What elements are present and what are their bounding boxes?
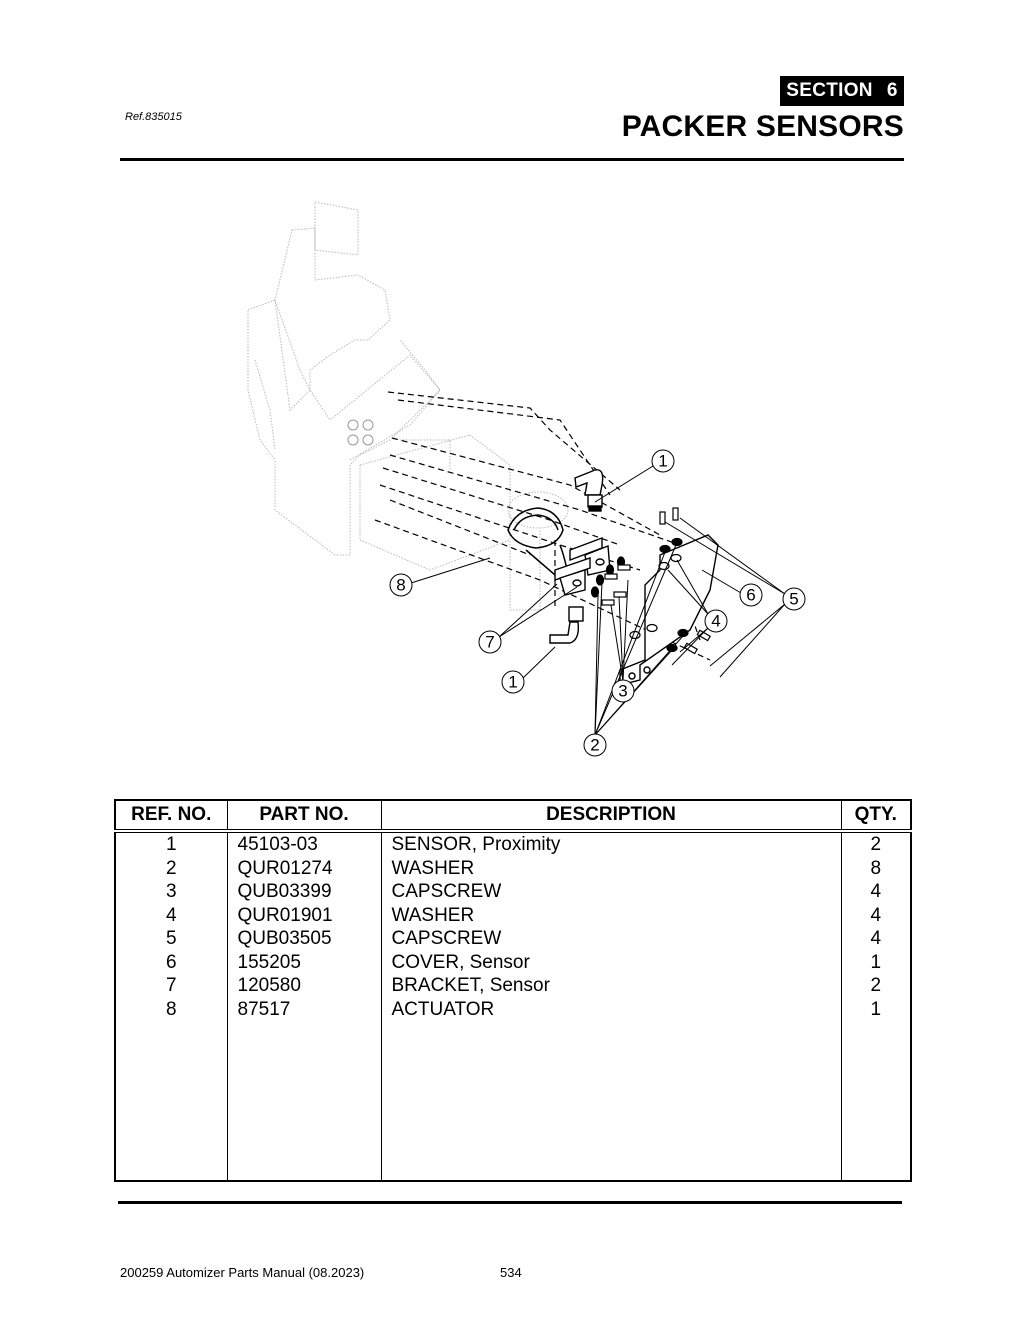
ref-no: 1 [165, 834, 177, 855]
col-header-qty: QTY. [840, 800, 911, 833]
machine-outline [247, 201, 569, 611]
qty: 4 [840, 927, 911, 951]
proximity-sensor-lower [549, 606, 584, 644]
section-number: 6 [886, 80, 898, 101]
part-no: QUB03399 [226, 880, 381, 904]
part-no: 155205 [226, 950, 381, 974]
callout-6: 6 [739, 583, 763, 607]
sensor-brackets [554, 536, 611, 596]
page-number: 534 [500, 1265, 522, 1280]
sensor-cover [619, 534, 719, 686]
ref-no: 7 [165, 975, 177, 996]
col-header-ref: REF. NO. [115, 800, 227, 833]
section-badge: SECTION 6 [780, 76, 904, 106]
manual-title: 200259 Automizer Parts Manual (08.2023) [120, 1265, 365, 1280]
ref-no: 8 [165, 998, 177, 1020]
table-header-row: REF. NO. PART NO. DESCRIPTION QTY. [115, 800, 911, 833]
description: CAPSCREW [380, 880, 841, 904]
callout-4: 4 [704, 609, 728, 633]
description: BRACKET, Sensor [380, 974, 841, 998]
hydraulic-fittings [347, 419, 374, 446]
part-no: QUR01274 [226, 856, 381, 880]
callout-8: 8 [389, 573, 413, 597]
svg-text:5: 5 [789, 590, 798, 609]
svg-text:6: 6 [746, 586, 755, 605]
callout-3: 3 [611, 679, 635, 703]
actuator [507, 507, 569, 576]
description: WASHER [380, 903, 841, 927]
qty: 2 [840, 831, 911, 857]
qty: 1 [840, 997, 911, 1021]
callout-1-lower: 1 [501, 670, 525, 694]
qty: 4 [840, 880, 911, 904]
description: COVER, Sensor [380, 950, 841, 974]
ref-no: 4 [165, 904, 177, 926]
svg-text:1: 1 [508, 673, 517, 692]
callout-5: 5 [782, 587, 806, 611]
ref-no: 5 [165, 928, 177, 949]
ref-no: 3 [165, 881, 177, 902]
proximity-sensor-upper [574, 469, 604, 512]
exploded-parts-diagram: 1 8 6 5 4 7 1 3 2 [247, 201, 806, 757]
reference-number: Ref.835015 [125, 111, 182, 123]
qty: 1 [840, 950, 911, 974]
callout-1-upper: 1 [651, 449, 675, 473]
description: SENSOR, Proximity [380, 831, 841, 857]
part-no: 120580 [226, 974, 381, 998]
qty: 8 [840, 856, 911, 880]
svg-text:8: 8 [396, 576, 405, 595]
ref-no: 6 [165, 951, 177, 973]
col-header-part: PART NO. [226, 800, 381, 833]
header-divider [120, 158, 904, 161]
description: CAPSCREW [380, 927, 841, 951]
callout-7: 7 [478, 630, 502, 654]
part-no: QUB03505 [226, 927, 381, 951]
qty: 4 [840, 903, 911, 927]
callout-2: 2 [583, 733, 607, 757]
parts-table: REF. NO. PART NO. DESCRIPTION QTY. 1 4510… [114, 799, 912, 1182]
col-header-description: DESCRIPTION [380, 800, 841, 833]
part-no: 45103-03 [226, 831, 381, 857]
page-title: PACKER SENSORS [621, 110, 904, 143]
svg-text:3: 3 [618, 682, 627, 701]
callouts: 1 8 6 5 4 7 1 3 2 [389, 449, 806, 757]
description: ACTUATOR [380, 997, 841, 1021]
part-no: QUR01901 [226, 903, 381, 927]
ref-no: 2 [165, 857, 177, 879]
svg-text:7: 7 [485, 633, 494, 652]
footer-divider [118, 1201, 902, 1204]
description: WASHER [380, 856, 841, 880]
svg-text:4: 4 [711, 612, 720, 631]
table-filler-row [115, 1021, 911, 1181]
section-label: SECTION [786, 80, 873, 101]
qty: 2 [840, 974, 911, 998]
part-no: 87517 [226, 997, 381, 1021]
svg-text:1: 1 [658, 452, 667, 471]
svg-text:2: 2 [590, 736, 599, 755]
leader-lines [410, 465, 786, 736]
